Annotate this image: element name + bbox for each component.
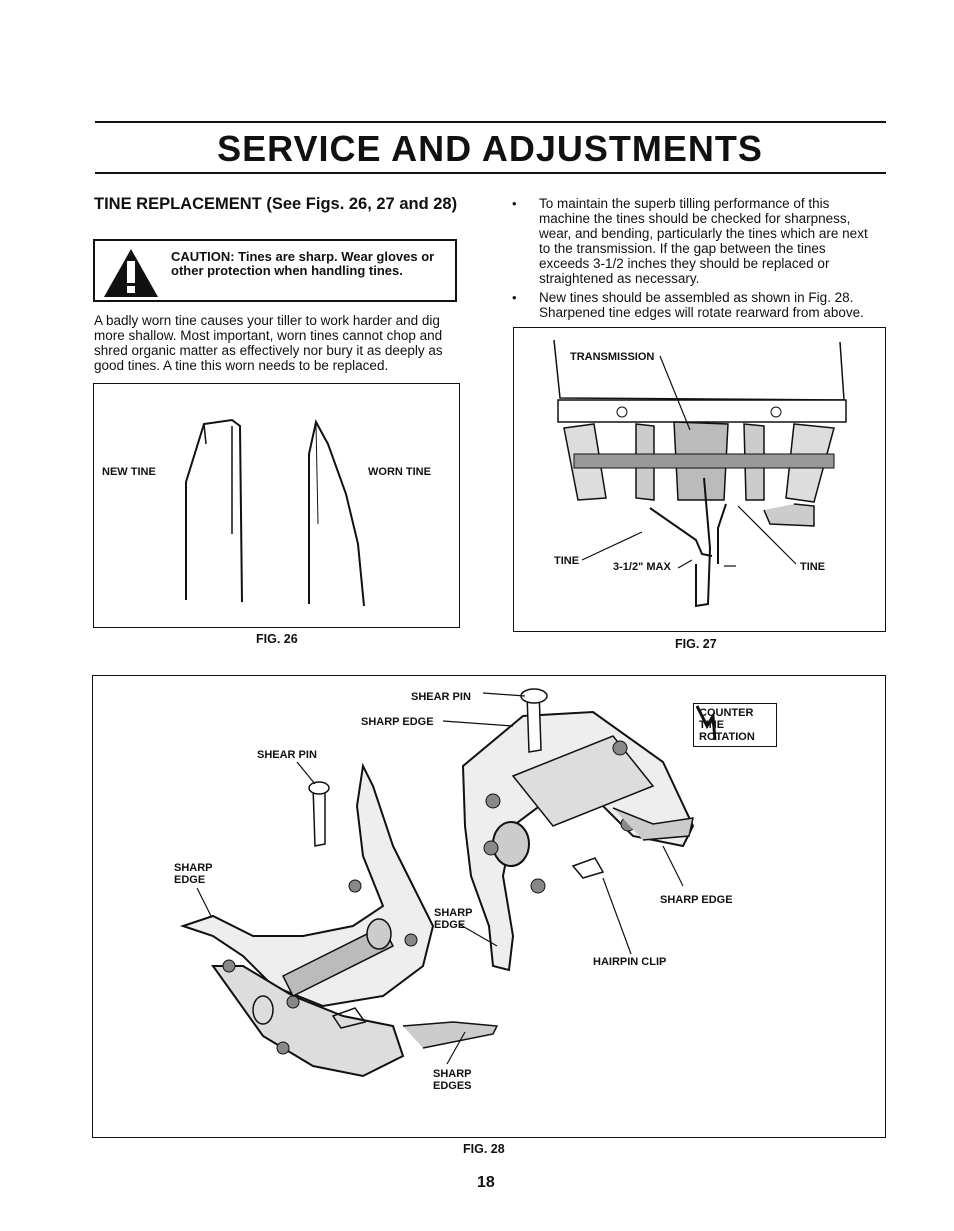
sharp-edges-label: SHARP EDGES bbox=[433, 1068, 472, 1092]
label-line: SHARP bbox=[433, 1068, 472, 1080]
hairpin-clip-label: HAIRPIN CLIP bbox=[593, 956, 667, 968]
transmission-label: TRANSMISSION bbox=[570, 351, 655, 363]
label-line: COUNTER bbox=[699, 707, 754, 719]
intro-line: more shallow. Most important, worn tines… bbox=[94, 328, 443, 343]
bullet-line: straightened as necessary. bbox=[539, 271, 700, 286]
tine-label-left: TINE bbox=[554, 555, 580, 567]
label-line: ROTATION bbox=[699, 731, 755, 743]
figure-26: NEW TINE WORN TINE bbox=[93, 383, 460, 628]
counter-rotation-box: COUNTER TINE ROTATION bbox=[693, 703, 777, 747]
label-line: EDGES bbox=[433, 1080, 472, 1092]
label-line: EDGE bbox=[434, 919, 466, 931]
bullet-line: machine the tines should be checked for … bbox=[539, 211, 851, 226]
bullet-line: to the transmission. If the gap between … bbox=[539, 241, 826, 256]
intro-line: good tines. A tine this worn needs to be… bbox=[94, 358, 389, 373]
figure-27: TRANSMISSION TINE 3-1/2" MAX TINE bbox=[513, 327, 886, 632]
bullet-paragraph-1: To maintain the superb tilling performan… bbox=[539, 196, 887, 286]
figure-28-caption: FIG. 28 bbox=[463, 1142, 505, 1156]
caution-box: CAUTION: Tines are sharp. Wear gloves or… bbox=[93, 239, 457, 302]
intro-line: A badly worn tine causes your tiller to … bbox=[94, 313, 440, 328]
header-rule-top bbox=[95, 121, 886, 123]
label-line: TINE bbox=[699, 719, 725, 731]
header-rule-bottom bbox=[95, 172, 886, 174]
label-line: SHARP bbox=[174, 862, 213, 874]
transmission-tine-gap-drawing bbox=[553, 339, 847, 608]
section-heading: TINE REPLACEMENT (See Figs. 26, 27 and 2… bbox=[94, 195, 458, 213]
bullet-line: New tines should be assembled as shown i… bbox=[539, 290, 854, 305]
bullet-line: wear, and bending, particularly the tine… bbox=[539, 226, 868, 241]
shear-pin-left-label: SHEAR PIN bbox=[257, 749, 317, 761]
tine-assembly-drawing bbox=[179, 688, 717, 1078]
sharp-edge-left-label: SHARP EDGE bbox=[174, 862, 213, 886]
bullet-dot: • bbox=[512, 196, 517, 211]
figure-27-caption: FIG. 27 bbox=[675, 637, 717, 651]
label-line: EDGE bbox=[174, 874, 206, 886]
new-and-worn-tine-drawing bbox=[185, 418, 365, 607]
figure-26-caption: FIG. 26 bbox=[256, 632, 298, 646]
warning-icon bbox=[104, 249, 158, 297]
page-title: SERVICE AND ADJUSTMENTS bbox=[217, 128, 763, 169]
sharp-edge-top-label: SHARP EDGE bbox=[361, 716, 434, 728]
bullet-paragraph-2: New tines should be assembled as shown i… bbox=[539, 290, 887, 320]
label-line: SHARP bbox=[434, 907, 473, 919]
sharp-edge-mid-label: SHARP EDGE bbox=[434, 907, 473, 931]
tine-label-right: TINE bbox=[800, 561, 826, 573]
page-number: 18 bbox=[477, 1174, 495, 1191]
gap-label: 3-1/2" MAX bbox=[613, 561, 671, 573]
bullet-line: Sharpened tine edges will rotate rearwar… bbox=[539, 305, 864, 320]
sharp-edge-right-label: SHARP EDGE bbox=[660, 894, 733, 906]
shear-pin-top-label: SHEAR PIN bbox=[411, 691, 471, 703]
intro-line: shred organic matter as effectively nor … bbox=[94, 343, 443, 358]
worn-tine-label: WORN TINE bbox=[368, 466, 431, 478]
intro-paragraph: A badly worn tine causes your tiller to … bbox=[94, 313, 466, 373]
bullet-line: exceeds 3-1/2 inches they should be repl… bbox=[539, 256, 830, 271]
bullet-dot: • bbox=[512, 290, 517, 305]
caution-text: CAUTION: Tines are sharp. Wear gloves or… bbox=[171, 249, 435, 278]
figure-28: SHEAR PIN SHARP EDGE SHEAR PIN SHARP EDG… bbox=[92, 675, 886, 1138]
bullet-line: To maintain the superb tilling performan… bbox=[539, 196, 830, 211]
new-tine-label: NEW TINE bbox=[102, 466, 156, 478]
